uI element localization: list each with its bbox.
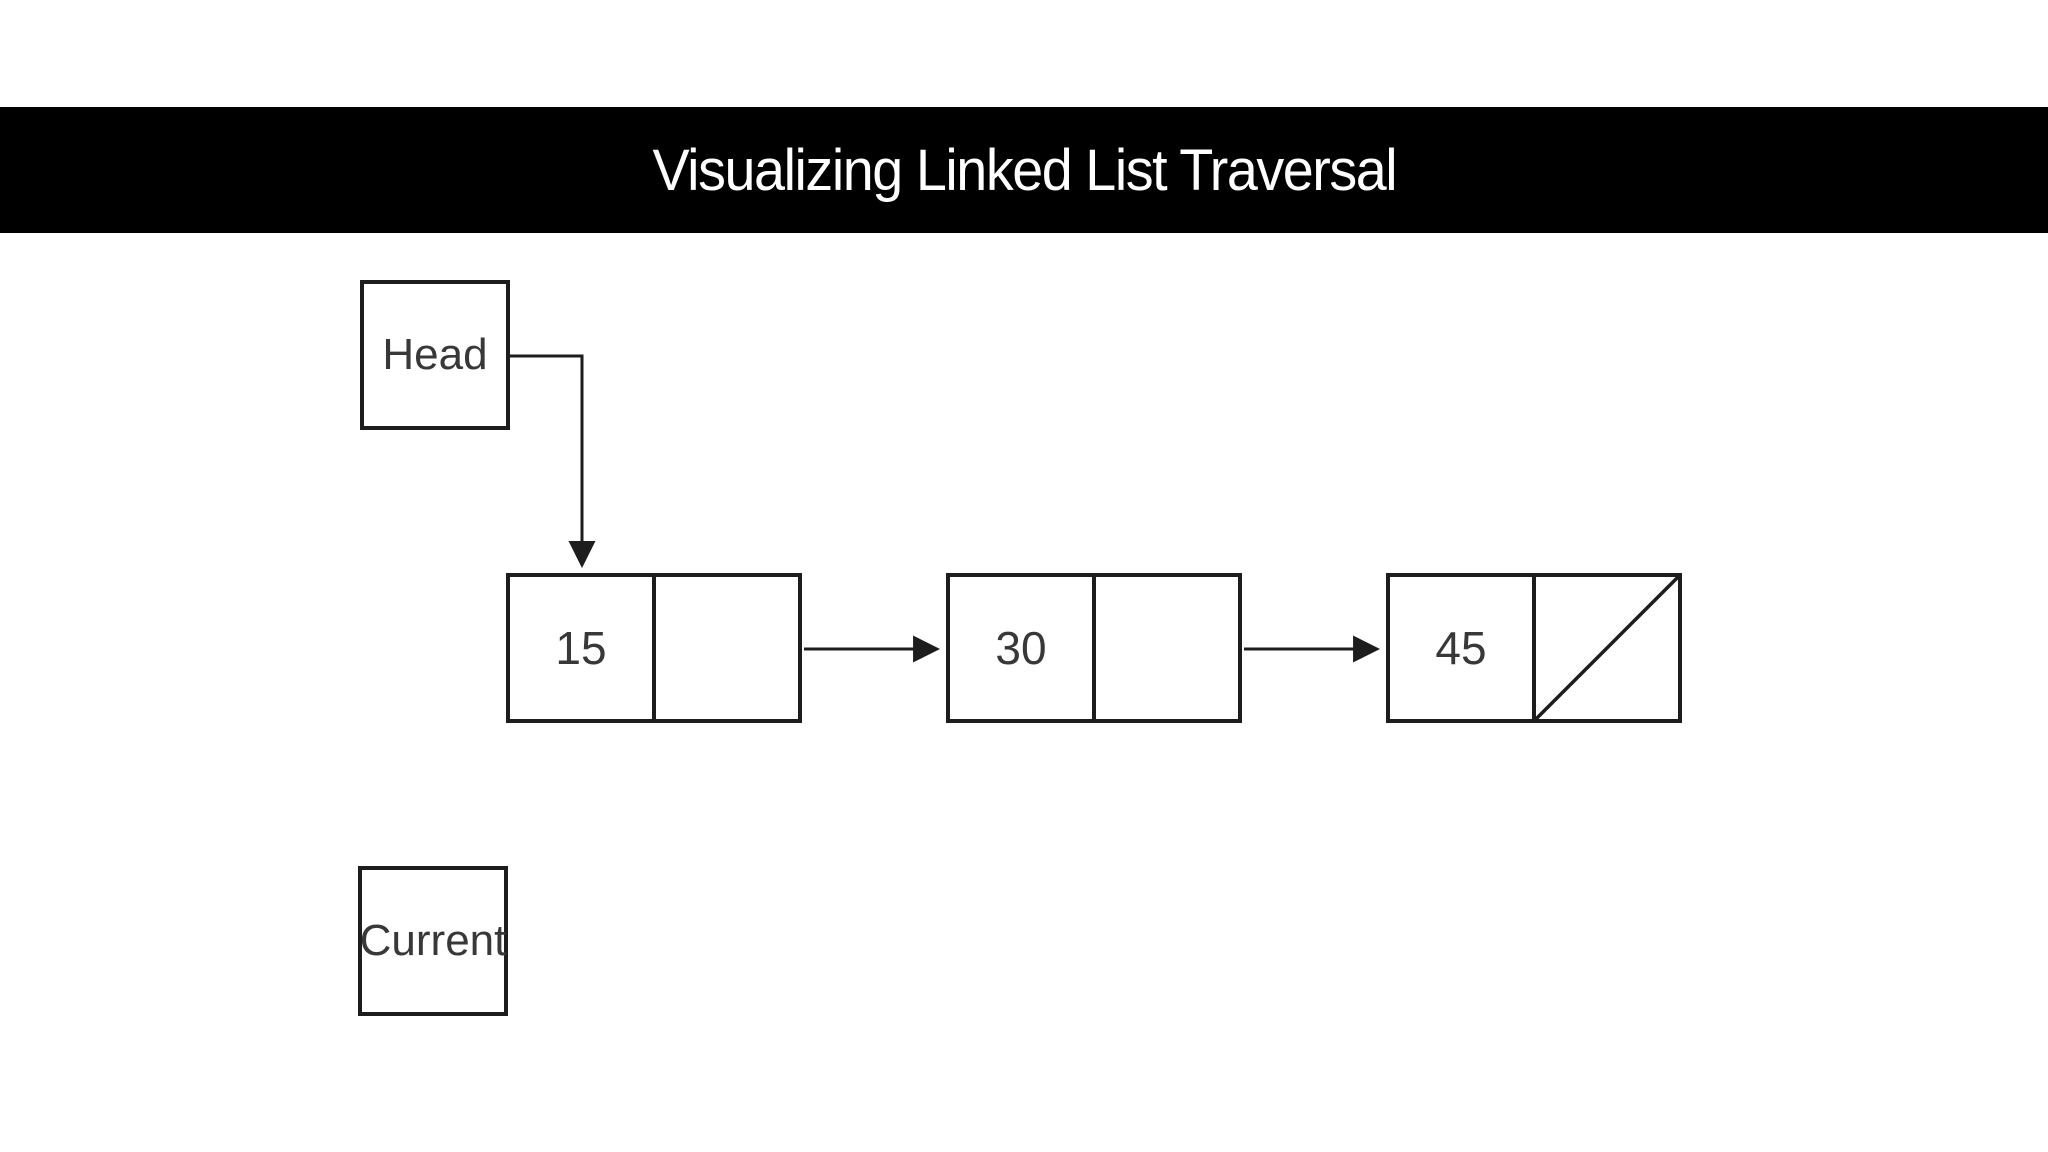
node-value-cell: 45	[1390, 577, 1532, 719]
node-value: 15	[555, 622, 607, 674]
head-arrow	[510, 354, 596, 569]
head-label: Head	[382, 330, 488, 379]
node-value: 45	[1435, 622, 1487, 674]
page-title: Visualizing Linked List Traversal	[652, 137, 1397, 203]
node-pointer-cell	[652, 577, 798, 719]
current-pointer-box: Current	[358, 866, 508, 1016]
title-banner: Visualizing Linked List Traversal	[0, 107, 2048, 233]
list-node-3: 45	[1386, 573, 1682, 723]
current-label: Current	[359, 916, 507, 965]
node-value-cell: 15	[510, 577, 652, 719]
node-pointer-cell	[1092, 577, 1238, 719]
null-pointer-diagonal-icon	[1536, 577, 1678, 719]
list-node-2: 30	[946, 573, 1242, 723]
list-node-1: 15	[506, 573, 802, 723]
node-value-cell: 30	[950, 577, 1092, 719]
head-pointer-box: Head	[360, 280, 510, 430]
node-value: 30	[995, 622, 1047, 674]
node-pointer-cell	[1532, 577, 1678, 719]
